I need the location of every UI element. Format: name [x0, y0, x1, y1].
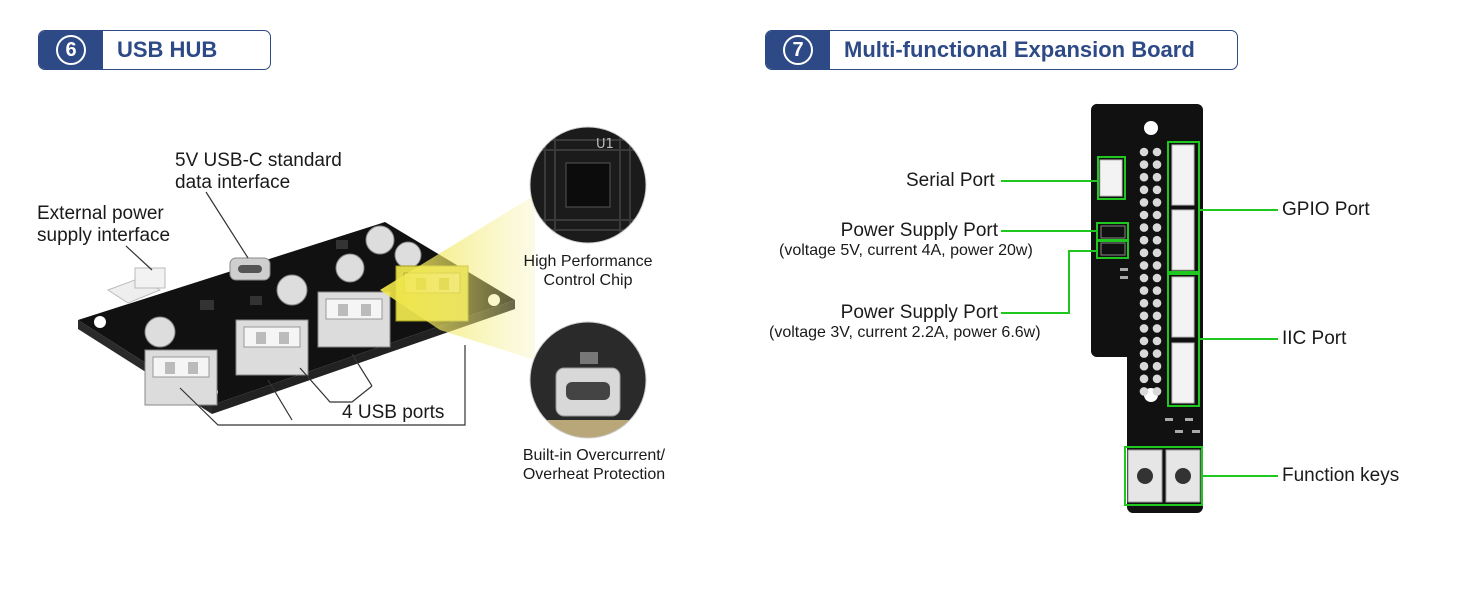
capacitors — [144, 225, 422, 348]
usb-ports-label: 4 USB ports — [342, 402, 445, 423]
header-pin — [1152, 172, 1162, 182]
header-pin — [1152, 387, 1162, 396]
gpio-port-label: GPIO Port — [1282, 199, 1370, 220]
usb-hub-callouts — [125, 191, 466, 426]
header-pin — [1139, 361, 1149, 371]
header-pin — [1152, 235, 1162, 245]
header-pin — [1152, 286, 1162, 295]
header-pin — [1139, 374, 1149, 384]
usb-hub-header: 6 USB HUB — [38, 30, 271, 70]
function-keys-label: Function keys — [1282, 465, 1400, 486]
external-power-label: External power supply interface — [37, 203, 171, 246]
expansion-board-header: 7 Multi-functional Expansion Board — [765, 30, 1238, 70]
header-pin — [1152, 374, 1162, 384]
expansion-board — [1090, 103, 1203, 514]
header-pin — [1152, 273, 1162, 283]
header-pin — [1152, 336, 1162, 346]
expansion-board-callouts — [1001, 141, 1278, 506]
header-pin — [1152, 160, 1162, 169]
control-chip-zoom: U1 — [529, 126, 647, 244]
header-pin — [1152, 147, 1162, 157]
function-key-buttons — [1127, 449, 1201, 503]
header-pin — [1139, 172, 1149, 182]
header-pin — [1139, 349, 1149, 358]
header-pin — [1139, 311, 1149, 321]
header-pin — [1152, 210, 1162, 220]
section-title: USB HUB — [117, 37, 218, 62]
header-pin — [1139, 387, 1149, 396]
header-pin — [1139, 185, 1149, 195]
power-connector — [106, 267, 166, 304]
power-supply-3v-spec: (voltage 3V, current 2.2A, power 6.6w) — [769, 324, 1041, 341]
chip-marking: U1 — [596, 137, 614, 152]
power-supply-5v-label: Power Supply Port — [840, 220, 998, 241]
header-pin — [1139, 235, 1149, 245]
header-pin — [1152, 349, 1162, 358]
header-pin — [1139, 286, 1149, 295]
iic-port-label: IIC Port — [1282, 328, 1347, 349]
header-pin — [1139, 160, 1149, 169]
usb-c-port — [229, 257, 271, 281]
header-pin — [1152, 324, 1162, 333]
header-pin — [1139, 273, 1149, 283]
header-pin — [1152, 298, 1162, 308]
header-pin — [1152, 261, 1162, 270]
header-pin — [1139, 261, 1149, 270]
power-supply-5v-spec: (voltage 5V, current 4A, power 20w) — [779, 242, 1033, 259]
header-pin — [1139, 324, 1149, 333]
section-number-badge: 7 — [766, 31, 830, 69]
header-pin — [1152, 311, 1162, 321]
header-pin — [1139, 223, 1149, 232]
header-pin — [1152, 223, 1162, 232]
protection-label: Built-in Overcurrent/ Overheat Protectio… — [522, 447, 666, 483]
usbc-interface-label: 5V USB-C standard data interface — [175, 150, 342, 193]
highlight-beam — [380, 195, 535, 360]
section-title: Multi-functional Expansion Board — [844, 37, 1195, 62]
typec-port-zoom — [529, 321, 647, 439]
header-pin — [1152, 248, 1162, 258]
header-pin — [1139, 298, 1149, 308]
header-pin — [1139, 198, 1149, 207]
serial-port-label: Serial Port — [906, 170, 995, 191]
header-pin — [1152, 185, 1162, 195]
header-pin — [1139, 248, 1149, 258]
power-supply-3v-label: Power Supply Port — [840, 302, 998, 323]
section-number-badge: 6 — [39, 31, 103, 69]
header-pin — [1152, 198, 1162, 207]
header-pin — [1152, 361, 1162, 371]
header-pin — [1139, 210, 1149, 220]
control-chip-label: High Performance Control Chip — [523, 253, 653, 289]
header-pin — [1139, 336, 1149, 346]
header-pin — [1139, 147, 1149, 157]
